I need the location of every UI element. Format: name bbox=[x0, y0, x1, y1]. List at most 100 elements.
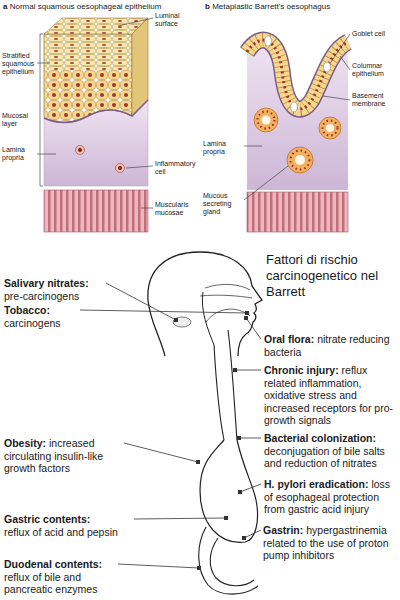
label-group: Stratified squamous epithelium bbox=[2, 52, 36, 76]
muscularis-mucosae bbox=[247, 192, 348, 232]
leader-line bbox=[244, 146, 262, 147]
label-group: Lamina propria bbox=[203, 140, 243, 156]
luminal-surface bbox=[44, 18, 148, 34]
leader-line bbox=[239, 438, 261, 439]
leader-line bbox=[244, 530, 261, 538]
label-text: Normal squamous oesophageal epithelium bbox=[10, 2, 162, 11]
leader-line bbox=[134, 518, 226, 519]
leader-line bbox=[106, 283, 176, 320]
label-heading: Obesity: bbox=[4, 437, 46, 449]
cell-nucleus bbox=[118, 166, 122, 170]
label-group: Goblet cell bbox=[352, 30, 398, 38]
stomach bbox=[200, 440, 258, 542]
muscularis-mucosae bbox=[44, 190, 148, 232]
leader-line bbox=[37, 63, 50, 64]
label-text: Muscularis mucosae bbox=[155, 201, 188, 216]
label-group: Luminal surface bbox=[155, 12, 199, 28]
label-text: Goblet cell bbox=[352, 30, 385, 37]
goblet-cell bbox=[324, 62, 331, 72]
label-text: Basement membrane bbox=[352, 92, 385, 107]
label-group: Duodenal contents:reflux of bile and pan… bbox=[4, 558, 116, 596]
label-group: Tobacco:carcinogens bbox=[4, 304, 78, 329]
label-heading: Oral flora: bbox=[264, 333, 314, 345]
label-heading: Salivary nitrates: bbox=[4, 277, 104, 290]
duodenum bbox=[210, 538, 254, 586]
marker-square bbox=[196, 460, 200, 464]
marker-square bbox=[245, 311, 249, 315]
label-group: Bacterial colonization:deconjugation of … bbox=[264, 432, 396, 470]
label-heading: Chronic injury: bbox=[264, 364, 339, 376]
label-group: Chronic injury:reflux related inflammati… bbox=[264, 364, 396, 427]
label-group: aNormal squamous oesophageal epithelium bbox=[3, 2, 199, 12]
label-group: Gastric contents:reflux of acid and peps… bbox=[4, 513, 132, 538]
leader-lines-c bbox=[80, 283, 261, 568]
label-text: carcinogens bbox=[4, 317, 61, 329]
mucous-gland bbox=[319, 117, 341, 139]
basement-membrane bbox=[44, 100, 148, 123]
marker-square bbox=[233, 368, 237, 372]
label-heading: Tobacco: bbox=[4, 304, 78, 317]
leader-line bbox=[235, 370, 261, 371]
tongue bbox=[206, 309, 250, 322]
label-heading: Duodenal contents: bbox=[4, 558, 116, 571]
label-heading: Gastrin: bbox=[263, 524, 303, 536]
marker-square bbox=[237, 436, 241, 440]
marker-square bbox=[197, 566, 201, 570]
leader-line bbox=[240, 484, 261, 492]
cell-nuclei bbox=[247, 40, 348, 109]
basement-membrane bbox=[247, 40, 348, 109]
label-text: pre-carcinogens bbox=[4, 290, 79, 302]
label-group: Mucous secreting gland bbox=[203, 192, 243, 216]
leader-line bbox=[323, 96, 350, 100]
marker-square bbox=[238, 490, 242, 494]
label-text: reflux of bile and pancreatic enzymes bbox=[4, 571, 97, 596]
leader-line bbox=[126, 166, 153, 168]
label-group: Inflammatory cell bbox=[155, 160, 199, 176]
flat-cells bbox=[44, 34, 132, 70]
gland-nuclei bbox=[258, 112, 275, 129]
label-group: Lamina propria bbox=[2, 146, 36, 162]
label-group: Oral flora:nitrate reducing bacteria bbox=[264, 333, 396, 358]
gland-lumen bbox=[262, 116, 271, 125]
leader-line bbox=[124, 443, 198, 462]
label-text: deconjugation of bile salts and reductio… bbox=[264, 445, 385, 470]
oesophagus-wall bbox=[214, 345, 224, 440]
mucous-gland bbox=[287, 147, 313, 173]
label-text: Stratified squamous epithelium bbox=[2, 52, 34, 75]
gland-lumen bbox=[295, 155, 305, 165]
leader-line bbox=[331, 34, 350, 62]
marker-square bbox=[242, 536, 246, 540]
cell-nucleus bbox=[78, 148, 82, 152]
label-text: Inflammatory cell bbox=[155, 160, 195, 175]
leader-line bbox=[244, 166, 288, 200]
figure-title: Fattori di rischio carcinogenetico nel B… bbox=[266, 252, 384, 300]
label-text: Lamina propria bbox=[203, 140, 226, 155]
palate bbox=[200, 295, 252, 298]
label-group: H. pylori eradication:loss of esophageal… bbox=[264, 478, 396, 516]
marker-square bbox=[174, 318, 178, 322]
epithelium-side bbox=[132, 18, 148, 116]
label-group: Mucosal layer bbox=[2, 112, 36, 128]
label-text: Mucosal layer bbox=[2, 112, 28, 127]
leader-line bbox=[340, 56, 350, 70]
label-group: Basement membrane bbox=[352, 92, 398, 108]
label-heading: a bbox=[3, 2, 7, 11]
gland-nuclei bbox=[323, 121, 338, 136]
label-text: reflux of acid and pepsin bbox=[4, 526, 118, 538]
leader-line bbox=[118, 18, 153, 26]
duodenum bbox=[199, 527, 258, 594]
label-group: Columnar epithelium bbox=[352, 62, 398, 78]
leader-line bbox=[118, 564, 199, 568]
label-group: Gastrin:hypergastrinemia related to the … bbox=[263, 524, 397, 562]
label-text: Luminal surface bbox=[155, 12, 180, 27]
pharynx bbox=[202, 292, 214, 345]
marker-square bbox=[224, 516, 228, 520]
label-text: Mucous secreting gland bbox=[203, 192, 231, 215]
lamina-propria bbox=[247, 40, 348, 190]
goblet-cell bbox=[265, 36, 272, 46]
label-group: Muscularis mucosae bbox=[155, 201, 199, 217]
columnar-epithelium bbox=[247, 40, 348, 109]
salivary-gland bbox=[173, 317, 191, 327]
leader-line bbox=[141, 208, 153, 209]
marker-square bbox=[244, 316, 248, 320]
